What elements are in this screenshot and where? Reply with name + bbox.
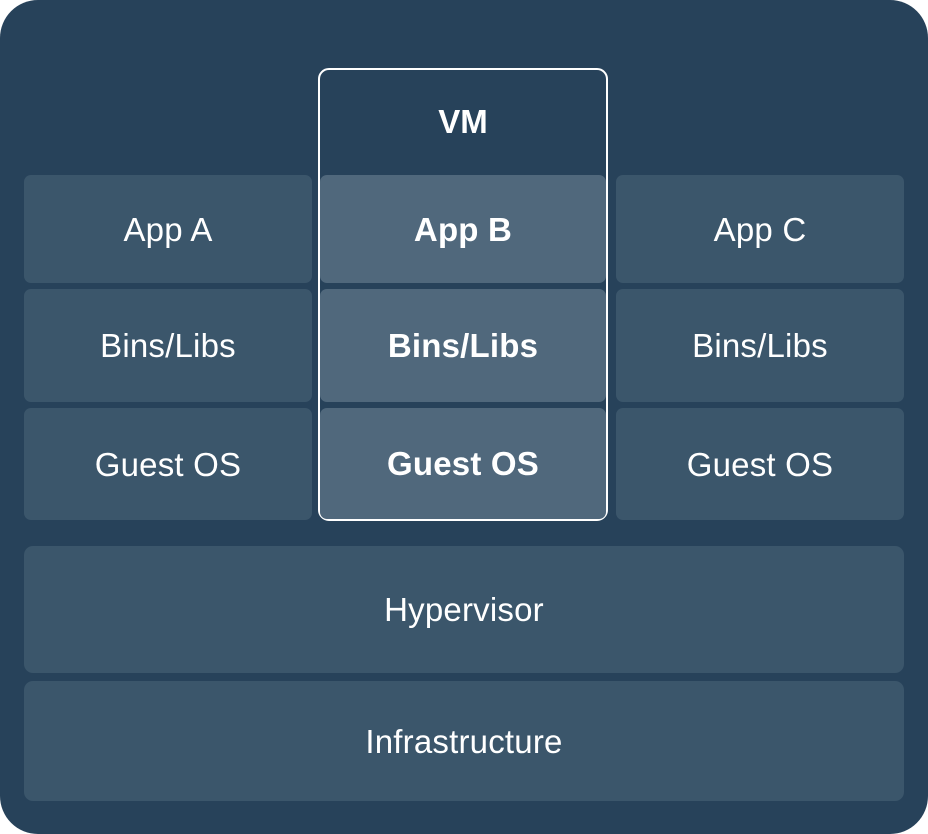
box-bins-libs-right[interactable]: Bins/Libs (616, 289, 904, 402)
box-guest-os-left[interactable]: Guest OS (24, 408, 312, 520)
box-guest-os-center[interactable]: Guest OS (320, 408, 606, 519)
box-bins-libs-left[interactable]: Bins/Libs (24, 289, 312, 402)
vm-title-label: VM (438, 103, 488, 140)
box-infrastructure[interactable]: Infrastructure (24, 681, 904, 801)
box-app-c[interactable]: App C (616, 175, 904, 283)
box-bins-libs-center[interactable]: Bins/Libs (320, 289, 606, 402)
box-app-a[interactable]: App A (24, 175, 312, 283)
box-hypervisor[interactable]: Hypervisor (24, 546, 904, 673)
box-app-b[interactable]: App B (320, 175, 606, 283)
box-guest-os-right[interactable]: Guest OS (616, 408, 904, 520)
